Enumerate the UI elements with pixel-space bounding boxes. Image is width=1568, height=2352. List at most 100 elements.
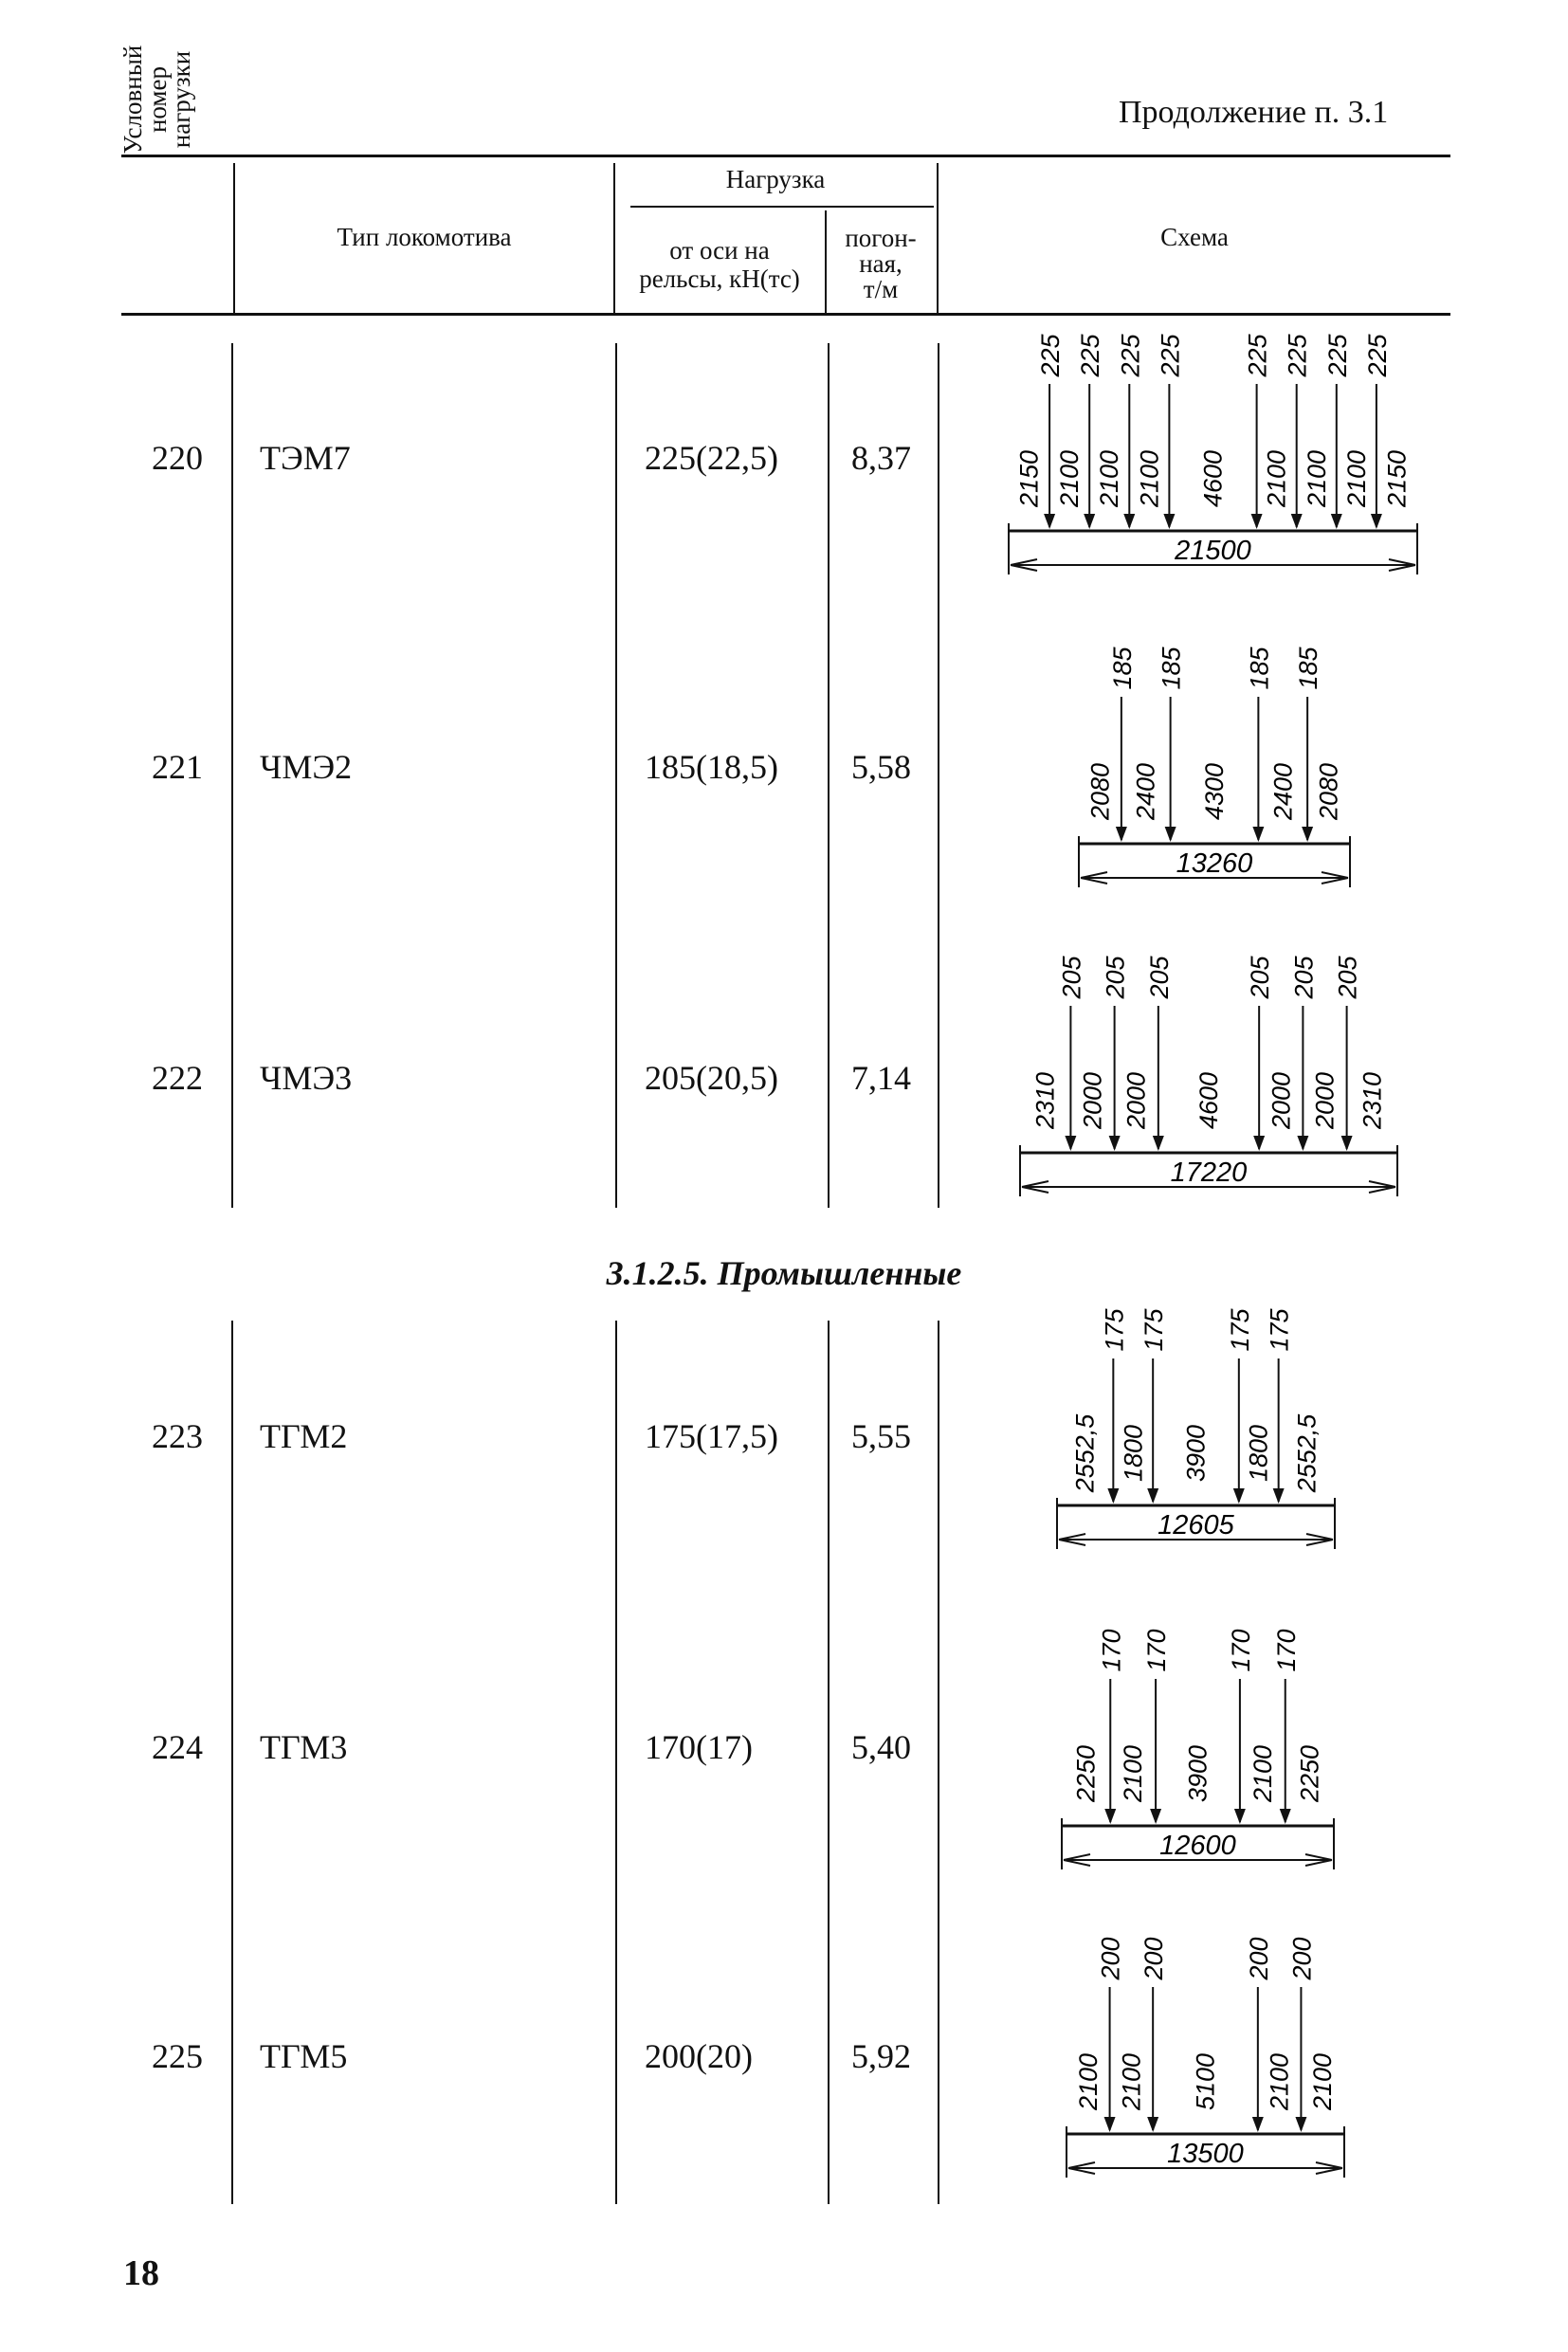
scheme-load-label: 185 [1108,646,1137,689]
continuation-label: Продолжение п. 3.1 [1119,95,1389,130]
scheme-spacing-label: 3900 [1182,1425,1211,1482]
scheme-spacing-label: 2100 [1055,450,1084,508]
scheme-spacing-label: 4600 [1199,450,1228,507]
scheme-arrow-head [1147,2117,1159,2132]
scheme-arrow-head [1164,827,1176,842]
scheme-arrow-head [1108,1136,1121,1151]
scheme-spacing-label: 2100 [1119,1745,1147,1803]
header-divider-1 [233,163,235,313]
scheme-arrow-head [1152,1136,1164,1151]
scheme-spacing-label: 2400 [1132,763,1160,821]
scheme-arrow-head [1233,1809,1246,1824]
scheme-spacing-label: 2080 [1315,763,1343,821]
body-divider-4a [938,343,939,1208]
scheme-spacing-label: 2000 [1079,1072,1107,1130]
scheme-load-label: 170 [1097,1629,1125,1671]
header-type: Тип локомотива [337,223,512,251]
scheme-load-label: 205 [1145,955,1174,999]
scheme-spacing-label: 3900 [1184,1745,1212,1802]
row-code: 222 [152,1059,203,1097]
scheme-arrow-head [1163,514,1176,529]
scheme-load-label: 175 [1140,1307,1168,1351]
scheme-dimension-arrow-right [1388,558,1416,572]
scheme-dimension-arrow-left [1067,2161,1096,2175]
row-axle: 205(20,5) [645,1059,778,1097]
scheme-arrow-head [1253,1136,1266,1151]
header-axle: от оси на рельсы, кН(тс) [616,236,823,293]
scheme-spacing-label: 2000 [1267,1072,1295,1130]
scheme-spacing-label: 2100 [1308,2053,1337,2111]
scheme-spacing-label: 5100 [1192,2053,1220,2110]
scheme-load-label: 185 [1245,646,1273,689]
row-linear: 5,92 [851,2037,911,2075]
scheme-dimension-arrow-right [1368,1180,1396,1194]
scheme-dimension-arrow-right [1315,2161,1343,2175]
scheme-arrow-head [1290,514,1303,529]
scheme-dimension-arrow-left [1080,871,1108,884]
body-divider-1a [231,343,233,1208]
row-code: 225 [152,2037,203,2075]
row-type: ТГМ3 [260,1728,348,1766]
body-divider-3b [828,1321,830,2204]
scheme-arrow-head [1297,1136,1309,1151]
header-divider-3 [825,210,827,313]
scheme-spacing-label: 2150 [1382,450,1411,508]
scheme-load-label: 175 [1100,1307,1128,1351]
scheme-spacing-label: 2100 [1303,450,1331,508]
scheme-spacing-label: 1800 [1245,1425,1273,1482]
header-divider-4 [937,163,939,313]
scheme-spacing-label: 1800 [1119,1425,1147,1482]
scheme-spacing-label: 2250 [1072,1745,1101,1803]
scheme-arrow-head [1147,1488,1159,1504]
body-divider-2a [615,343,617,1208]
scheme-arrow-head [1295,2117,1307,2132]
scheme-spacing-label: 2100 [1266,2053,1294,2111]
scheme-arrow-head [1330,514,1342,529]
header-divider-2 [613,163,615,313]
row-axle: 200(20) [645,2037,753,2075]
row-linear: 8,37 [851,439,911,477]
scheme-spacing-label: 2000 [1310,1072,1339,1130]
scheme-load-label: 225 [1116,333,1144,377]
scheme-total-length: 17220 [1171,1158,1248,1188]
row-axle: 170(17) [645,1728,753,1766]
scheme-spacing-label: 2100 [1135,450,1163,508]
scheme-arrow-head [1252,827,1265,842]
row-code: 221 [152,748,203,786]
scheme-arrow-head [1340,1136,1353,1151]
row-code: 220 [152,439,203,477]
scheme-load-label: 175 [1266,1307,1294,1351]
scheme-spacing-label: 2150 [1015,450,1044,508]
row-axle: 185(18,5) [645,748,778,786]
scheme-arrow-head [1084,514,1096,529]
scheme-arrow-head [1123,514,1136,529]
section-title: 3.1.2.5. Промышленные [606,1254,962,1292]
scheme-load-label: 200 [1245,1937,1273,1980]
scheme-arrow-head [1065,1136,1077,1151]
scheme-spacing-label: 2100 [1249,1745,1277,1803]
scheme-spacing-label: 4600 [1194,1072,1223,1129]
scheme-load-label: 175 [1226,1307,1254,1351]
row-type: ЧМЭ2 [260,748,353,786]
scheme-load-label: 170 [1142,1629,1171,1671]
header-linear-line-1: погон- [845,224,917,252]
row-linear: 7,14 [851,1059,911,1097]
scheme-load-label: 225 [1244,333,1272,377]
page-number: 18 [123,2253,159,2293]
scheme-arrow-head [1044,514,1056,529]
scheme-arrow-head [1107,1488,1120,1504]
scheme-load-label: 225 [1156,333,1184,377]
scheme-load-label: 225 [1323,333,1352,377]
row-type: ЧМЭ3 [260,1059,353,1097]
scheme-load-label: 200 [1287,1937,1316,1980]
scheme-arrow-head [1279,1809,1291,1824]
row-axle: 225(22,5) [645,439,778,477]
scheme-spacing-label: 2100 [1074,2053,1103,2111]
scheme-spacing-label: 2080 [1085,763,1114,821]
header-scheme: Схема [1160,223,1229,251]
